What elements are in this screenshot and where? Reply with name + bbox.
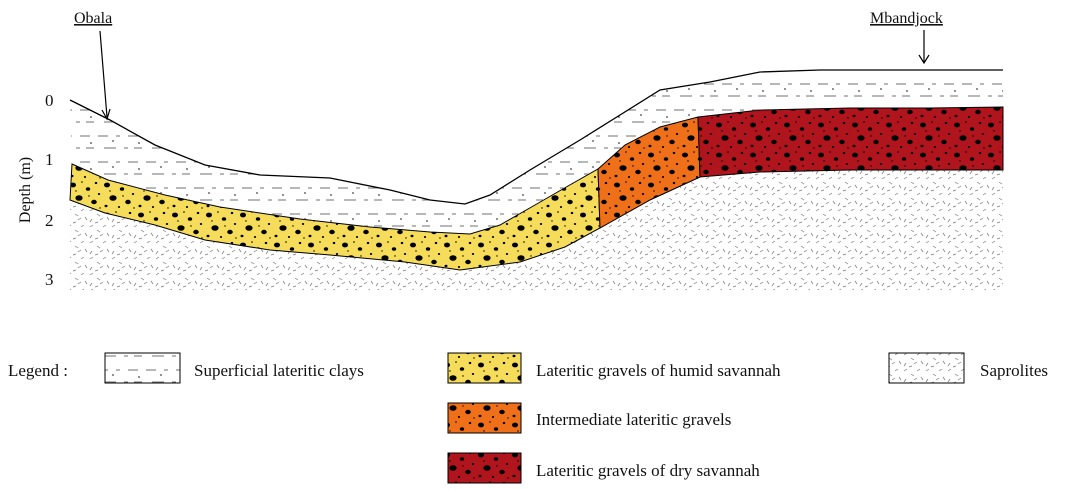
legend-label-intermediate: Intermediate lateritic gravels	[536, 410, 731, 429]
legend-label-humid: Lateritic gravels of humid savannah	[536, 361, 781, 380]
axis-tick-3: 3	[45, 270, 54, 289]
legend-item-saprolites: Saprolites	[889, 353, 1048, 383]
axis-label: Depth (m)	[17, 157, 34, 223]
legend: Legend : Superficial lateritic clays Lat…	[8, 353, 1048, 483]
location-label-right: Mbandjock	[870, 10, 943, 27]
axis-tick-0: 0	[45, 91, 54, 110]
location-obala: Obala	[74, 10, 112, 119]
legend-item-dry: Lateritic gravels of dry savannah	[448, 453, 760, 483]
legend-item-intermediate: Intermediate lateritic gravels	[448, 403, 731, 433]
legend-swatch-intermediate	[448, 403, 521, 433]
axis-tick-1: 1	[45, 150, 54, 169]
legend-swatch-clays	[105, 353, 180, 383]
axis-tick-2: 2	[45, 211, 54, 230]
location-label-left: Obala	[74, 10, 112, 27]
cross-section	[70, 70, 1003, 290]
legend-item-clays: Superficial lateritic clays	[105, 353, 364, 383]
dry-savannah-gravel-layer	[698, 107, 1003, 177]
legend-label-clays: Superficial lateritic clays	[194, 361, 364, 380]
legend-title: Legend :	[8, 361, 68, 380]
legend-item-humid: Lateritic gravels of humid savannah	[448, 353, 781, 383]
legend-label-saprolites: Saprolites	[980, 361, 1048, 380]
depth-axis: 0 1 2 3 Depth (m)	[17, 91, 54, 289]
legend-label-dry: Lateritic gravels of dry savannah	[536, 461, 760, 480]
location-arrow-left	[100, 31, 107, 117]
legend-swatch-humid	[448, 353, 521, 383]
location-mbandjock: Mbandjock	[870, 10, 943, 63]
legend-swatch-dry	[448, 453, 521, 483]
legend-swatch-saprolites	[889, 353, 964, 383]
